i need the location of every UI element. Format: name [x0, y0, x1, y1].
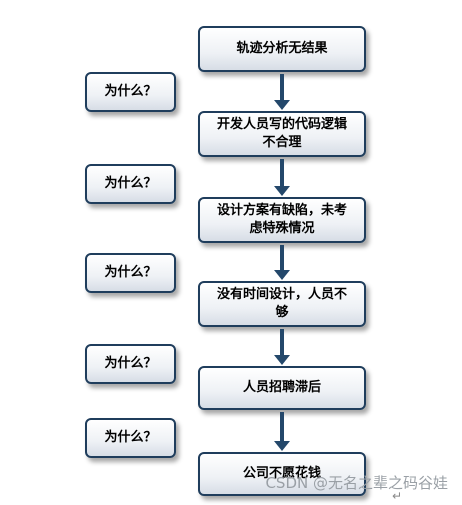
arrow-head-3	[274, 270, 290, 280]
why-label-1: 为什么？	[104, 84, 157, 99]
step-box-3: 设计方案有缺陷，未考虑特殊情况	[198, 197, 366, 243]
step-label-5: 人员招聘滞后	[242, 380, 321, 395]
step-box-6: 公司不愿花钱	[198, 452, 366, 496]
step-label-3: 设计方案有缺陷，未考虑特殊情况	[216, 203, 347, 236]
arrow-head-2	[274, 186, 290, 196]
arrow-shaft-3	[280, 245, 284, 271]
why-label-4: 为什么？	[104, 356, 157, 371]
arrow-head-1	[274, 100, 290, 110]
arrow-shaft-4	[280, 329, 284, 356]
why-label-5: 为什么？	[104, 430, 157, 445]
step-box-1: 轨迹分析无结果	[198, 26, 366, 72]
why-box-1: 为什么？	[85, 72, 176, 112]
step-box-2: 开发人员写的代码逻辑不合理	[198, 111, 366, 157]
step-label-4: 没有时间设计，人员不够	[216, 287, 347, 320]
arrow-shaft-2	[280, 159, 284, 187]
arrow-head-4	[274, 355, 290, 365]
why-box-3: 为什么？	[85, 253, 176, 293]
arrow-shaft-5	[280, 412, 284, 442]
why-label-2: 为什么？	[104, 176, 157, 191]
step-box-4: 没有时间设计，人员不够	[198, 281, 366, 327]
why-box-2: 为什么？	[85, 164, 176, 204]
why-box-5: 为什么？	[85, 418, 176, 458]
step-label-1: 轨迹分析无结果	[236, 41, 328, 56]
arrow-shaft-1	[280, 74, 284, 102]
why-label-3: 为什么？	[104, 265, 157, 280]
step-label-2: 开发人员写的代码逻辑不合理	[216, 117, 347, 150]
step-box-5: 人员招聘滞后	[198, 366, 366, 410]
arrow-head-5	[274, 441, 290, 451]
return-icon: ↵	[391, 489, 402, 503]
step-label-6: 公司不愿花钱	[242, 466, 321, 481]
watermark: CSDN @无名之辈之码谷娃	[265, 474, 448, 492]
why-box-4: 为什么？	[85, 344, 176, 384]
